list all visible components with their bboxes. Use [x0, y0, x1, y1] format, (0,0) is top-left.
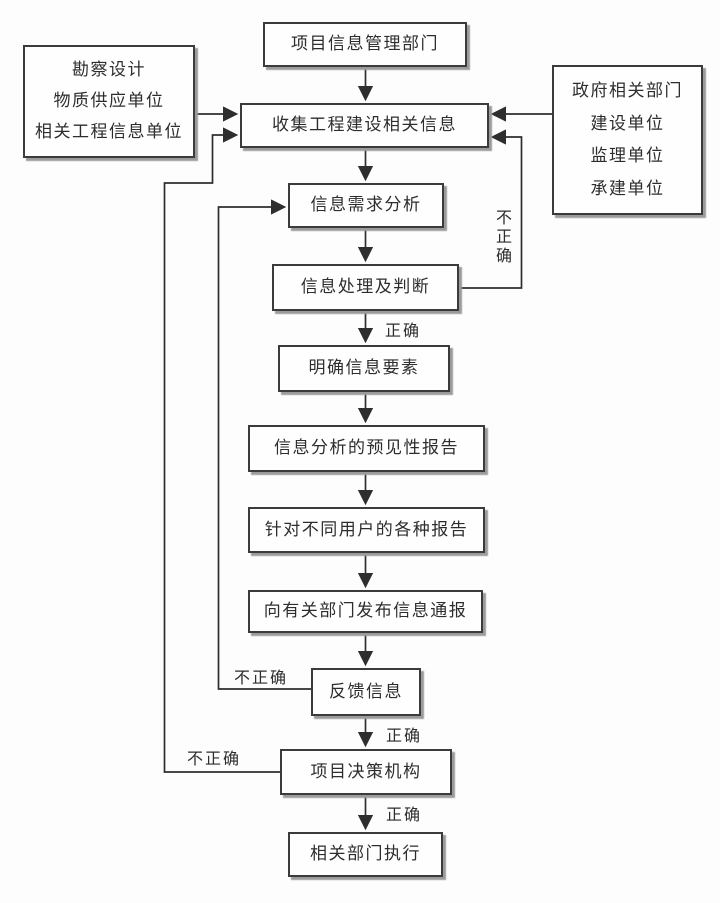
node-left-sources: 勘察设计 物质供应单位 相关工程信息单位	[23, 45, 195, 158]
left-source-line-1: 勘察设计	[72, 60, 146, 81]
right-source-line-4: 承建单位	[590, 178, 665, 199]
edge-decision-incorrect-loop	[163, 127, 280, 773]
node-decision-body: 项目决策机构	[280, 749, 452, 795]
node-feedback: 反馈信息	[311, 668, 421, 716]
node-right-sources: 政府相关部门 建设单位 监理单位 承建单位	[552, 65, 703, 215]
edge-feedback-incorrect-loop	[217, 199, 311, 690]
right-source-line-2: 建设单位	[590, 113, 665, 134]
label-correct-after-judgment: 正确	[385, 321, 422, 340]
label-incorrect-judgment-loop: 不正确	[493, 209, 512, 266]
right-source-line-3: 监理单位	[590, 146, 665, 167]
label-incorrect-feedback-loop: 不正确	[234, 668, 289, 687]
node-processing-judgment: 信息处理及判断	[272, 264, 459, 311]
node-execution: 相关部门执行	[288, 832, 443, 877]
left-source-line-3: 相关工程信息单位	[35, 122, 183, 143]
node-clarify-elements: 明确信息要素	[278, 345, 450, 392]
node-label: 反馈信息	[329, 681, 403, 702]
node-label: 项目决策机构	[310, 761, 422, 782]
node-label: 信息分析的预见性报告	[274, 438, 459, 459]
node-collect-info: 收集工程建设相关信息	[240, 103, 489, 148]
right-source-line-1: 政府相关部门	[572, 81, 683, 102]
node-label: 收集工程建设相关信息	[272, 115, 457, 136]
label-correct-after-feedback: 正确	[386, 726, 423, 745]
node-label: 相关部门执行	[310, 844, 421, 865]
edge-judgment-incorrect-loop	[459, 129, 523, 289]
node-label: 信息需求分析	[310, 195, 422, 216]
node-demand-analysis: 信息需求分析	[288, 183, 444, 228]
node-project-info-dept: 项目信息管理部门	[263, 22, 467, 67]
node-user-reports: 针对不同用户的各种报告	[248, 507, 485, 553]
node-label: 项目信息管理部门	[291, 34, 439, 55]
node-label: 向有关部门发布信息通报	[263, 601, 468, 622]
label-incorrect-decision-loop: 不正确	[187, 749, 242, 768]
node-publish-notice: 向有关部门发布信息通报	[248, 590, 483, 633]
label-correct-after-decision: 正确	[386, 805, 423, 824]
node-predictive-report: 信息分析的预见性报告	[248, 425, 485, 472]
left-source-line-2: 物质供应单位	[53, 91, 165, 112]
node-label: 信息处理及判断	[300, 277, 431, 298]
node-label: 明确信息要素	[308, 358, 420, 379]
node-label: 针对不同用户的各种报告	[264, 519, 469, 540]
